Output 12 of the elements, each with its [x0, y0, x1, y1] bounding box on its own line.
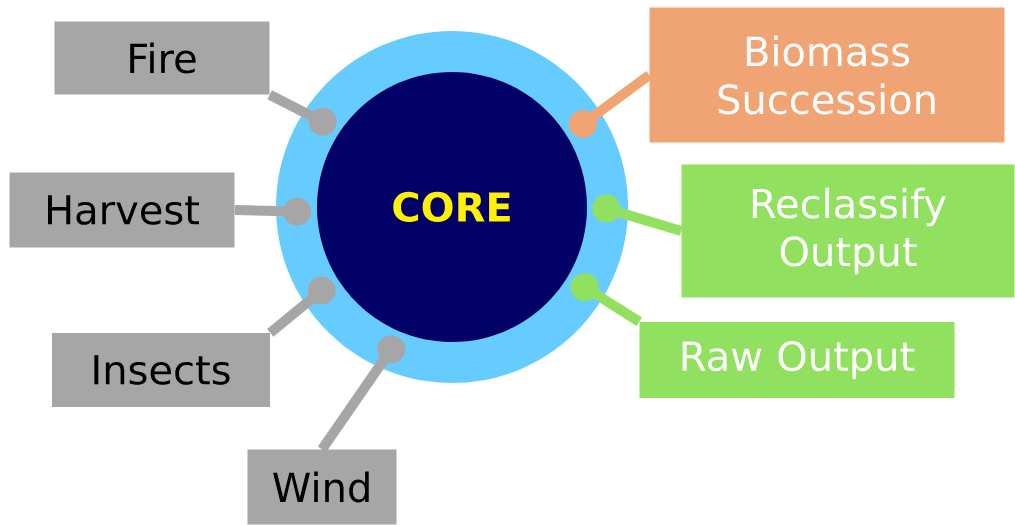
module-box: Biomass Succession — [649, 7, 1005, 143]
plug-connector — [267, 276, 336, 337]
module-box: Reclassify Output — [681, 164, 1015, 298]
module-box: Harvest — [9, 172, 235, 248]
module-box: Wind — [247, 449, 397, 525]
module-box: Raw Output — [639, 322, 955, 398]
plug-connector — [570, 273, 642, 327]
module-box: Insects — [52, 333, 270, 407]
plug-connector — [592, 194, 683, 236]
plug-connector — [317, 335, 406, 453]
plug-connector — [568, 70, 653, 138]
module-box: Fire — [54, 21, 270, 95]
